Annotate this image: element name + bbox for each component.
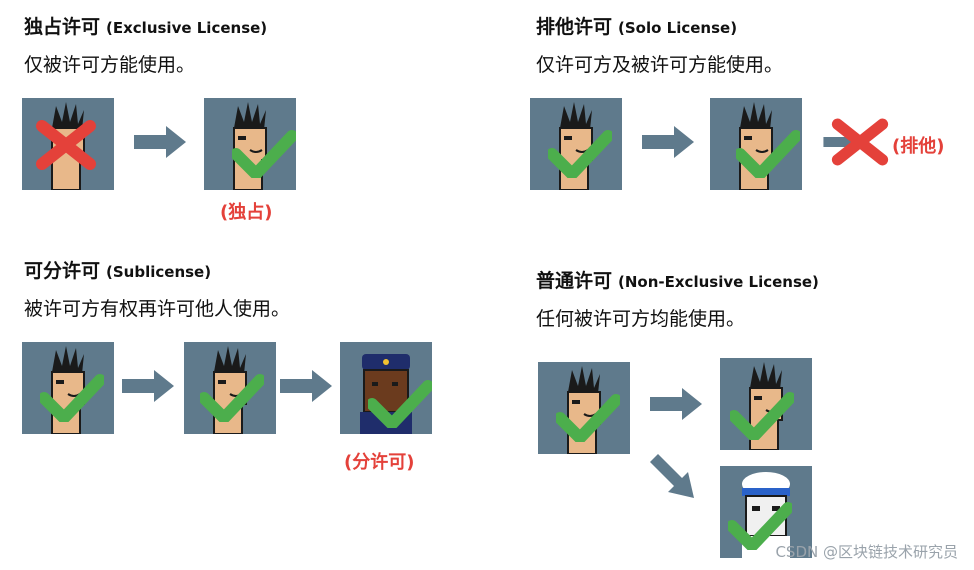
nonexclusive-desc: 任何被许可方均能使用。 — [536, 304, 745, 331]
nonexclusive-title: 普通许可(Non-Exclusive License) — [536, 266, 819, 293]
solo-desc: 仅许可方及被许可方能使用。 — [536, 50, 783, 77]
sublicense-title: 可分许可(Sublicense) — [24, 256, 211, 283]
exclusive-desc: 仅被许可方能使用。 — [24, 50, 195, 77]
sublicense-label: (分许可) — [344, 448, 414, 474]
exclusive-label: (独占) — [220, 198, 272, 224]
watermark: CSDN @区块链技术研究员 — [775, 541, 958, 562]
exclusive-title: 独占许可(Exclusive License) — [24, 12, 267, 39]
solo-label: (排他) — [892, 132, 944, 158]
solo-title: 排他许可(Solo License) — [536, 12, 737, 39]
sublicense-desc: 被许可方有权再许可他人使用。 — [24, 294, 290, 321]
